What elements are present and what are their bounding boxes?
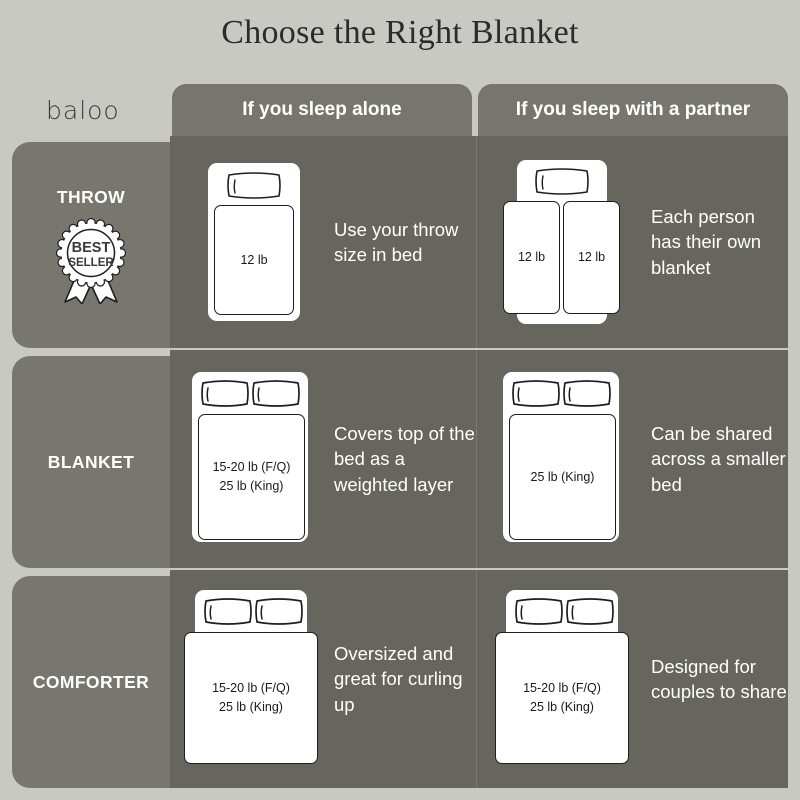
cover-blanket-alone-1: 15-20 lb (F/Q) 25 lb (King) — [198, 414, 305, 540]
cell-comforter-alone: 15-20 lb (F/Q) 25 lb (King) Oversized an… — [170, 570, 476, 788]
blurb-throw-partner: Each person has their own blanket — [651, 206, 762, 278]
column-divider — [476, 350, 477, 568]
pillow-icon — [511, 378, 561, 408]
cell-throw-alone: 12 lb Use your throw size in bed — [170, 136, 476, 348]
row-label-comforter-text: COMFORTER — [32, 671, 150, 692]
column-header-partner: If you sleep with a partner — [478, 84, 788, 136]
cover-comforter-alone-1: 15-20 lb (F/Q) 25 lb (King) — [184, 632, 318, 764]
pillow-icon — [251, 378, 301, 408]
pillow-icon — [254, 596, 304, 626]
row-label-throw: THROW — [12, 142, 170, 348]
cover-throw-partner-1: 12 lb — [503, 201, 560, 314]
blurb-blanket-partner: Can be shared across a smaller bed — [651, 423, 786, 495]
cover-weight-line1: 15-20 lb (F/Q) — [523, 681, 601, 696]
blurb-comforter-alone: Oversized and great for curling up — [334, 643, 463, 715]
page-title: Choose the Right Blanket — [221, 14, 579, 51]
column-header-partner-label: If you sleep with a partner — [515, 99, 751, 120]
cover-weight-line1: 12 lb — [577, 250, 606, 265]
cover-blanket-partner-1: 25 lb (King) — [509, 414, 616, 540]
cover-weight-line2: 25 lb (King) — [530, 700, 594, 714]
row-label-blanket: BLANKET — [12, 356, 170, 568]
cell-comforter-partner: 15-20 lb (F/Q) 25 lb (King) Designed for… — [477, 570, 788, 788]
blurb-throw-alone: Use your throw size in bed — [334, 218, 459, 265]
badge-line2: SELLER — [68, 257, 114, 269]
cell-throw-partner: 12 lb 12 lb Each person has their own bl… — [477, 136, 788, 348]
pillow-icon — [534, 166, 590, 196]
bed-diagram-blanket-alone: 15-20 lb (F/Q) 25 lb (King) — [178, 350, 328, 568]
row-label-throw-text: THROW — [56, 186, 126, 207]
row-panel-comforter: 15-20 lb (F/Q) 25 lb (King) Oversized an… — [170, 570, 788, 788]
brand-logo: baloo — [46, 96, 120, 125]
pillow-icon — [562, 378, 612, 408]
column-divider — [476, 570, 477, 788]
pillow-icon — [200, 378, 250, 408]
cover-throw-partner-2: 12 lb — [563, 201, 620, 314]
pillow-icon — [514, 596, 564, 626]
pillow-icon — [226, 170, 282, 200]
cover-weight-line1: 15-20 lb (F/Q) — [212, 681, 290, 696]
cover-weight-line2: 25 lb (King) — [219, 700, 283, 714]
bed-diagram-throw-alone: 12 lb — [178, 136, 328, 348]
cover-weight-line1: 25 lb (King) — [530, 469, 595, 484]
row-label-blanket-text: BLANKET — [47, 451, 135, 472]
column-divider — [476, 136, 477, 348]
cover-weight-line1: 12 lb — [240, 252, 268, 267]
row-label-comforter: COMFORTER — [12, 576, 170, 788]
column-header-alone: If you sleep alone — [172, 84, 472, 136]
blurb-blanket-alone: Covers top of the bed as a weighted laye… — [334, 423, 475, 495]
cell-blanket-partner: 25 lb (King) Can be shared across a smal… — [477, 350, 788, 568]
cover-weight-line2: 25 lb (King) — [219, 479, 284, 493]
badge-line1: BEST — [72, 240, 111, 256]
bed-diagram-throw-partner: 12 lb 12 lb — [491, 136, 641, 348]
blurb-comforter-partner: Designed for couples to share — [651, 655, 787, 702]
pillow-icon — [203, 596, 253, 626]
bed-diagram-comforter-partner: 15-20 lb (F/Q) 25 lb (King) — [491, 570, 641, 788]
bed-diagram-blanket-partner: 25 lb (King) — [491, 350, 641, 568]
cell-blanket-alone: 15-20 lb (F/Q) 25 lb (King) Covers top o… — [170, 350, 476, 568]
cover-weight-line1: 12 lb — [517, 250, 546, 265]
cover-weight-line1: 15-20 lb (F/Q) — [212, 460, 291, 475]
bed-diagram-comforter-alone: 15-20 lb (F/Q) 25 lb (King) — [178, 570, 328, 788]
row-panel-blanket: 15-20 lb (F/Q) 25 lb (King) Covers top o… — [170, 350, 788, 568]
column-header-alone-label: If you sleep alone — [242, 99, 402, 120]
pillow-icon — [565, 596, 615, 626]
best-seller-badge-icon: BEST SELLER — [52, 217, 130, 305]
cover-throw-alone-1: 12 lb — [214, 205, 294, 315]
row-panel-throw: 12 lb Use your throw size in bed 12 lb — [170, 136, 788, 348]
cover-comforter-partner-1: 15-20 lb (F/Q) 25 lb (King) — [495, 632, 629, 764]
